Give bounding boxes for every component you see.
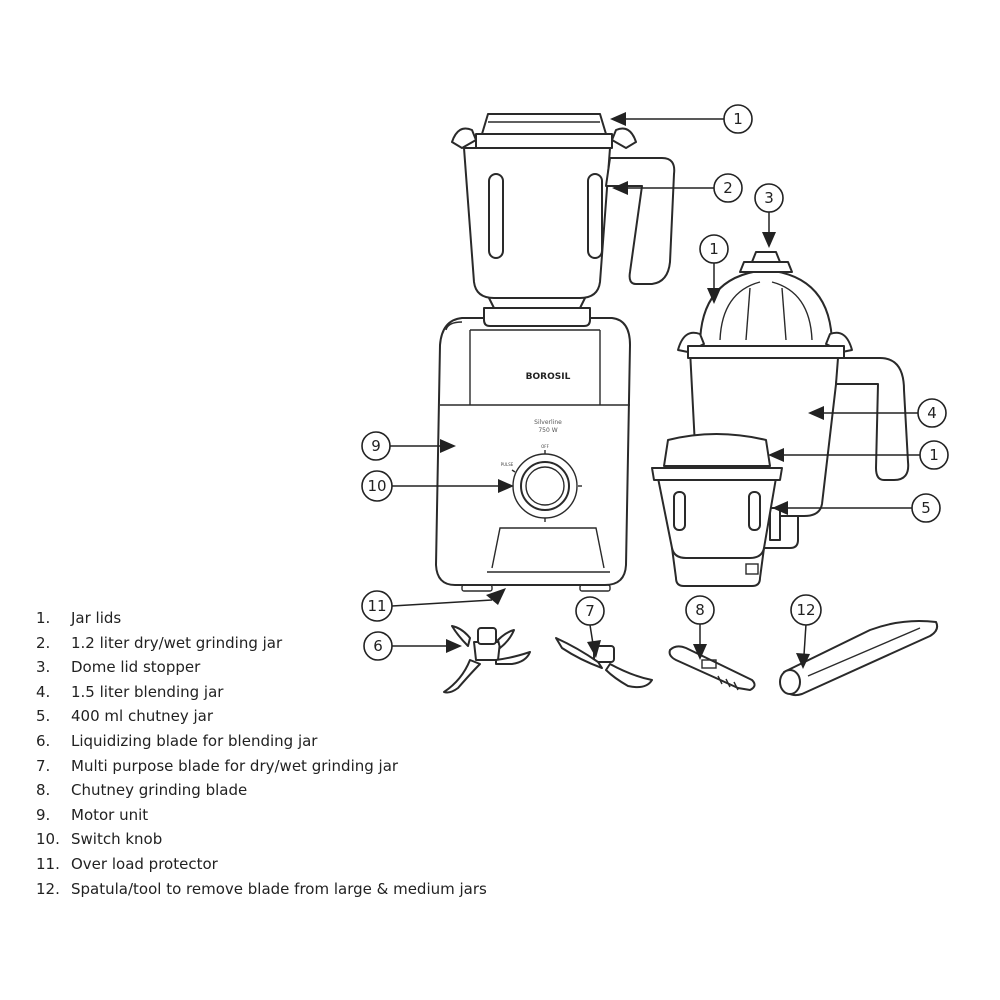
- callout-4-blending-jar: 4: [917, 398, 947, 428]
- legend-item: 9.Motor unit: [36, 805, 149, 824]
- svg-text:11: 11: [367, 597, 386, 615]
- legend-item: 10.Switch knob: [36, 830, 163, 849]
- callout-7-multi-purpose-blade: 7: [575, 596, 605, 626]
- callout-5-chutney-jar: 5: [911, 493, 941, 523]
- blending-jar-1-5l: [677, 251, 910, 549]
- svg-text:1: 1: [709, 240, 719, 258]
- wattage-label: 750 W: [538, 427, 557, 434]
- legend-item: 4.1.5 liter blending jar: [36, 682, 224, 701]
- legend-item: 8.Chutney grinding blade: [36, 781, 248, 800]
- callout-1-dome-lid: 1: [699, 234, 729, 264]
- legend-item: 6.Liquidizing blade for blending jar: [36, 731, 318, 750]
- svg-text:12: 12: [796, 601, 815, 619]
- callout-6-liquidizing-blade: 6: [363, 631, 393, 661]
- callout-10-switch-knob: 10: [361, 470, 393, 502]
- legend-item: 12.Spatula/tool to remove blade from lar…: [36, 879, 487, 898]
- legend-item: 11.Over load protector: [36, 854, 218, 873]
- legend-item: 5.400 ml chutney jar: [36, 707, 213, 726]
- svg-text:7: 7: [585, 602, 595, 620]
- svg-text:8: 8: [695, 601, 705, 619]
- parts-legend: 1.Jar lids 2.1.2 liter dry/wet grinding …: [36, 606, 487, 901]
- legend-item: 2.1.2 liter dry/wet grinding jar: [36, 633, 283, 652]
- svg-text:1: 1: [929, 446, 939, 464]
- model-name: Silverline: [534, 419, 562, 426]
- svg-text:4: 4: [927, 404, 937, 422]
- legend-item: 3.Dome lid stopper: [36, 658, 201, 677]
- svg-text:5: 5: [921, 499, 931, 517]
- brand-logo: BOROSIL: [526, 372, 571, 382]
- callout-9-motor-unit: 9: [361, 431, 391, 461]
- callout-leaders: [390, 112, 920, 669]
- grinding-jar-1-2l: [451, 113, 676, 327]
- svg-text:6: 6: [373, 637, 383, 655]
- chutney-blade: [668, 645, 756, 691]
- chutney-jar-400ml: [651, 433, 783, 587]
- liquidizing-blade: [443, 625, 531, 694]
- svg-text:2: 2: [723, 179, 733, 197]
- motor-unit: BOROSIL Silverline 750 W OFF PULSE: [435, 317, 631, 592]
- callout-2-grinding-jar: 2: [713, 173, 743, 203]
- legend-item: 1.Jar lids: [36, 609, 122, 627]
- svg-text:9: 9: [371, 437, 381, 455]
- legend-item: 7.Multi purpose blade for dry/wet grindi…: [36, 756, 399, 775]
- svg-text:10: 10: [367, 477, 386, 495]
- switch-knob[interactable]: OFF PULSE: [501, 444, 582, 522]
- callout-12-spatula: 12: [790, 594, 822, 626]
- callout-3-dome-stopper: 3: [754, 183, 784, 213]
- spatula-tool: [779, 620, 939, 697]
- callout-11-overload-protector: 11: [361, 590, 393, 622]
- svg-text:3: 3: [764, 189, 774, 207]
- callout-1-chutney-lid: 1: [919, 440, 949, 470]
- knob-pulse-label: PULSE: [501, 462, 514, 467]
- multi-purpose-blade: [555, 637, 653, 689]
- callout-1-top-lid: 1: [723, 104, 753, 134]
- callout-8-chutney-blade: 8: [685, 595, 715, 625]
- svg-text:1: 1: [733, 110, 743, 128]
- knob-off-label: OFF: [541, 444, 549, 449]
